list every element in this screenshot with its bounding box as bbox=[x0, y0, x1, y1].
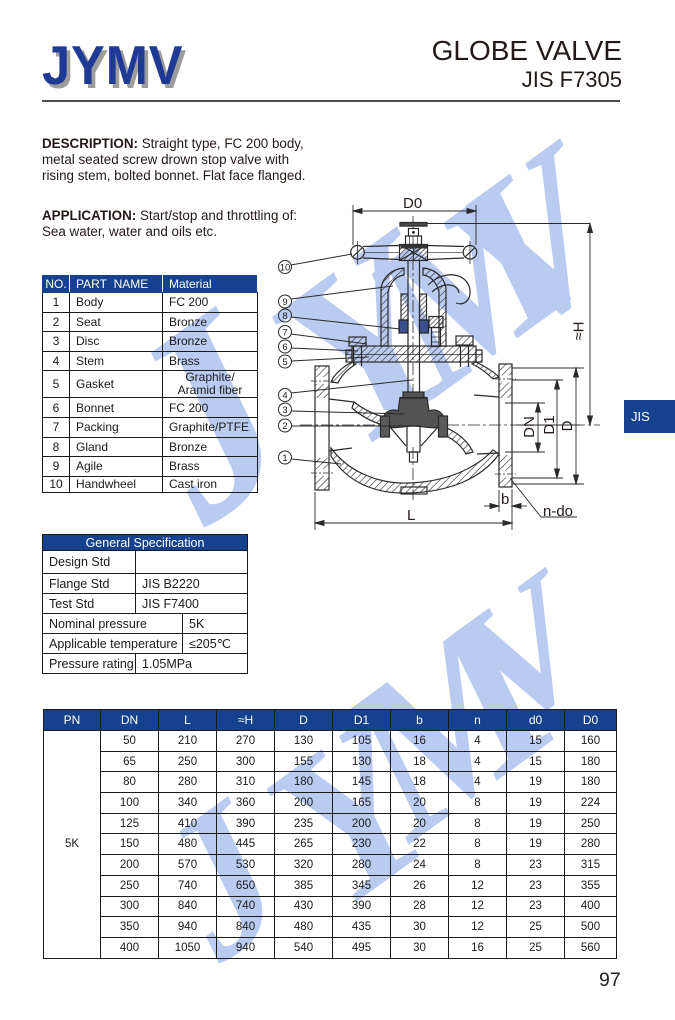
svg-text:2: 2 bbox=[282, 421, 287, 432]
svg-text:9: 9 bbox=[282, 297, 287, 308]
svg-text:7: 7 bbox=[282, 328, 287, 339]
svg-text:4: 4 bbox=[282, 391, 287, 402]
svg-text:b: b bbox=[501, 491, 509, 508]
svg-text:D0: D0 bbox=[403, 195, 422, 212]
svg-text:10: 10 bbox=[280, 263, 291, 274]
svg-text:n-do: n-do bbox=[543, 503, 573, 520]
svg-text:8: 8 bbox=[282, 311, 287, 322]
svg-text:5: 5 bbox=[282, 357, 287, 368]
svg-text:D: D bbox=[559, 420, 576, 431]
svg-text:≈H: ≈H bbox=[571, 321, 588, 340]
svg-text:DN: DN bbox=[521, 416, 538, 438]
svg-text:3: 3 bbox=[282, 405, 287, 416]
svg-text:6: 6 bbox=[282, 342, 287, 353]
svg-text:1: 1 bbox=[282, 453, 287, 464]
svg-text:D1: D1 bbox=[541, 415, 558, 434]
svg-text:L: L bbox=[407, 507, 415, 524]
